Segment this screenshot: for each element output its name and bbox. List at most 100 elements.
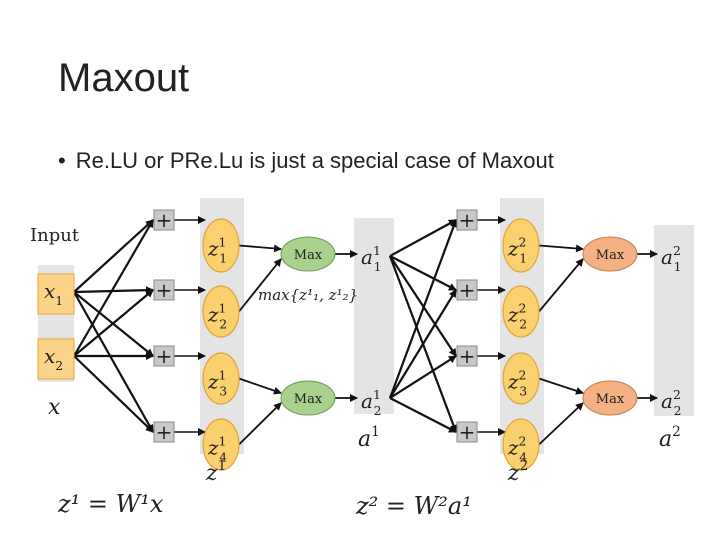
layer1-max-expression: max{z¹₁, z¹₂}	[258, 286, 358, 304]
layer2-plus-box-2	[456, 279, 478, 301]
layer2-plus-symbol-3: +	[459, 344, 476, 368]
layer1-plus-symbol-2: +	[156, 278, 173, 302]
layer1-a-column-bg	[354, 218, 394, 414]
layer1-a-label-1-sup: 1	[373, 243, 381, 258]
layer2-arrow-in1-to-plus1	[389, 219, 457, 257]
layer1-arrow-in1-to-plus2	[73, 286, 154, 295]
layer2-z-label-2-base: z	[507, 303, 519, 327]
layer2-plus-symbol-2: +	[459, 278, 476, 302]
layer1-z-label-2-sub: 2	[219, 317, 227, 332]
layer2-max-node-2	[582, 380, 638, 416]
layer2-a-label-1-sub: 1	[674, 259, 682, 274]
input-vector-label: x	[48, 395, 61, 420]
layer2-z-vector-label-sup: 2	[520, 458, 529, 474]
layer1-z-vector-label-sup: 1	[218, 458, 227, 474]
layer2-z-label-4-base: z	[507, 436, 519, 460]
layer2-z-label-1-base: z	[507, 237, 519, 261]
layer2-z-vector-label-base: z	[507, 461, 520, 486]
layer1-a-label-1-sub: 1	[374, 259, 382, 274]
layer2-a-column-bg	[654, 225, 694, 416]
layer1-arrow-z3-to-max2	[238, 377, 282, 395]
layer1-arrow-in1-to-plus1	[73, 219, 154, 293]
layer2-z-label-1-sup: 2	[519, 235, 527, 250]
layer2-a-label-1-sup: 2	[673, 243, 681, 258]
layer1-a-label-2-sub: 2	[374, 403, 382, 418]
layer2-plus-box-3	[456, 345, 478, 367]
layer2-plus-symbol-1: +	[459, 208, 476, 232]
layer2-a-label-1-base: a	[661, 245, 673, 269]
layer1-plus-symbol-3: +	[156, 344, 173, 368]
layer2-a-vector-label-sup: 2	[672, 424, 681, 440]
layer2-plus-box-1	[456, 209, 478, 231]
layer2-arrow-in2-to-plus4	[389, 397, 457, 433]
layer2-z-label-2-sub: 2	[519, 317, 527, 332]
layer2-a-label-2-sub: 2	[674, 403, 682, 418]
layer2-z-label-2-sup: 2	[519, 301, 527, 316]
layer2-z-ellipse-1	[502, 218, 540, 273]
input-label: Input	[30, 225, 80, 246]
layer2-arrow-z4-to-max2	[538, 402, 584, 446]
layer2-arrow-z1-to-max1	[538, 244, 584, 253]
layer2-z-ellipse-3	[502, 352, 540, 405]
input-box-2	[37, 338, 75, 380]
layer2-z-vector-label: z2	[507, 458, 528, 486]
input-label-x2-sub: 2	[55, 358, 63, 373]
input-label-x2: x2	[44, 344, 63, 373]
layer1-z-label-3-sup: 1	[219, 368, 227, 383]
bullet-point: • Re.LU or PRe.Lu is just a special case …	[58, 148, 554, 174]
layer2-a-label-2-base: a	[661, 389, 673, 413]
layer2-arrow-in1-to-plus2	[389, 255, 457, 291]
layer1-max-label-2: Max	[294, 392, 323, 407]
layer1-equation: z¹ = W¹x	[57, 490, 164, 518]
layer1-max-label-1: Max	[294, 248, 323, 263]
layer1-max-node-2	[280, 380, 336, 416]
layer1-arrow-in2-to-plus4	[73, 355, 154, 433]
layer2-z-ellipse-2	[502, 285, 540, 338]
layer1-arrow-z4-to-max2	[238, 402, 282, 446]
layer1-z-ellipse-1	[202, 218, 240, 273]
layer2-max-label-1: Max	[596, 248, 625, 263]
layer1-plus-box-3	[153, 345, 175, 367]
layer1-arrow-in2-to-plus1	[73, 219, 154, 357]
connection-arrows	[73, 216, 658, 446]
layer2-arrow-in2-to-plus3	[389, 355, 457, 399]
layer1-arrow-z2-to-max1	[238, 258, 282, 313]
layer1-z-ellipse-4	[202, 418, 240, 471]
layer2-plus-box-4	[456, 421, 478, 443]
slide-title: Maxout	[58, 56, 190, 100]
layer2-arrow-z2-to-max1	[538, 258, 584, 313]
layer1-z-label-2-base: z	[207, 303, 219, 327]
input-vector-label-base: x	[48, 395, 61, 420]
layer1-a-label-2-sup: 1	[373, 387, 381, 402]
input-label-x1: x1	[44, 279, 63, 308]
layer1-z-ellipse-3	[202, 352, 240, 405]
layer1-a-vector-label: a1	[358, 424, 380, 452]
layer1-plus-box-2	[153, 279, 175, 301]
layer1-arrow-in2-to-plus2	[73, 289, 154, 357]
bullet-text: Re.LU or PRe.Lu is just a special case o…	[75, 148, 554, 173]
layer1-arrow-z1-to-max1	[238, 244, 282, 253]
layer1-z-label-1-sub: 1	[219, 251, 227, 266]
layer1-z-label-1-base: z	[207, 237, 219, 261]
layer1-z-label-1-sup: 1	[219, 235, 227, 250]
layer1-plus-symbol-1: +	[156, 208, 173, 232]
layer2-z-label-3-sub: 3	[519, 384, 527, 399]
layer2-plus-symbol-4: +	[459, 420, 476, 444]
input-label-x1-base: x	[44, 279, 55, 303]
bullet-dot: •	[58, 148, 66, 173]
layer1-z-label-4-sup: 1	[219, 434, 227, 449]
layer2-arrow-z3-to-max2	[538, 377, 584, 395]
layer2-z-label-1-sub: 1	[519, 251, 527, 266]
layer2-arrow-in2-to-plus1	[388, 219, 458, 399]
